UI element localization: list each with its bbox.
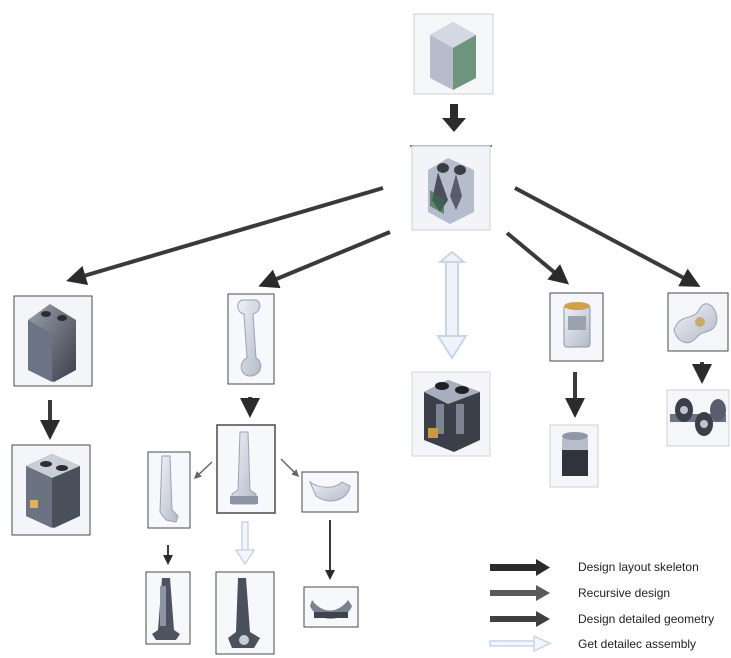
arrow-to-rod: [258, 230, 391, 289]
rod-cap-detail-node: [303, 586, 359, 628]
legend-label-detailed-geometry: Design detailed geometry: [578, 612, 715, 626]
legend-label-layout-skeleton: Design layout skeleton: [578, 560, 699, 574]
rod-shank-skeleton-node: [147, 451, 191, 529]
detailed-assembly-arrow-rod: [234, 521, 256, 566]
arrow-to-block: [66, 186, 384, 286]
arrow-to-piston: [505, 231, 570, 285]
legend: [489, 559, 552, 653]
detailed-assembly-arrow-center: [436, 250, 468, 360]
connecting-rod-detail-node: [215, 571, 275, 655]
legend-arrow-detailed-geometry: [490, 611, 550, 627]
root-skeleton-node: [413, 13, 494, 95]
connecting-rod-subassembly-node: [216, 424, 276, 514]
engine-block-skeleton-node: [13, 295, 93, 387]
arrow-rod-to-cap: [280, 458, 300, 478]
legend-label-detailed-assembly: Get detailec assembly: [578, 637, 697, 651]
arrow-rod-to-shank: [193, 461, 213, 480]
engine-block-detail-node: [11, 444, 91, 536]
assembly-skeleton-node: [410, 145, 492, 231]
piston-detail-node: [549, 424, 599, 488]
connecting-rod-skeleton-node: [227, 293, 275, 385]
legend-label-recursive-design: Recursive design: [578, 586, 671, 600]
crankshaft-detail-node: [666, 389, 730, 447]
legend-arrow-detailed-assembly: [489, 634, 552, 653]
layout-skeleton-arrow-root: [442, 104, 466, 132]
arrow-to-crankshaft: [514, 186, 701, 287]
legend-arrow-recursive-design: [490, 585, 550, 601]
engine-detailed-assembly-node: [411, 371, 491, 457]
rod-shank-detail-node: [145, 571, 191, 645]
crankshaft-skeleton-node: [667, 292, 729, 352]
rod-cap-skeleton-node: [301, 471, 359, 513]
legend-arrow-layout-skeleton: [490, 559, 550, 576]
piston-skeleton-node: [549, 292, 604, 362]
